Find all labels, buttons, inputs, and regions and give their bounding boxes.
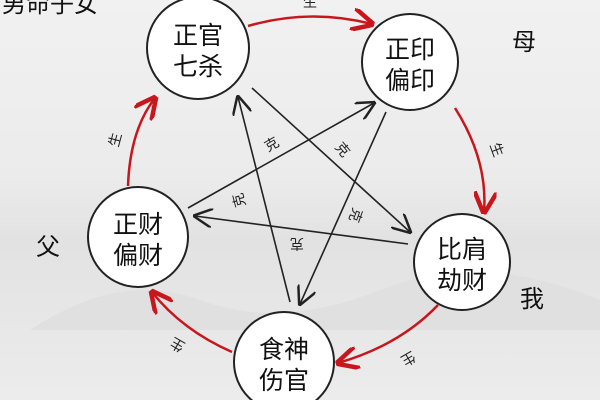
svg-text:七杀: 七杀 (173, 52, 223, 81)
generate-label: 生 (303, 0, 317, 11)
mother-label: 母 (512, 28, 536, 56)
self-label: 我 (520, 285, 544, 313)
svg-text:劫财: 劫财 (437, 266, 487, 295)
control-label: 克 (345, 206, 365, 225)
svg-text:正官: 正官 (173, 21, 223, 50)
svg-text:偏印: 偏印 (385, 66, 435, 95)
arrow-bijie-to-shishang (338, 304, 439, 363)
control-label: 克 (230, 191, 249, 209)
svg-text:偏财: 偏财 (113, 241, 163, 270)
control-label: 克 (262, 135, 282, 156)
arrow-yin-to-bijie (453, 107, 484, 212)
generate-label: 生 (486, 141, 506, 160)
arrow-yin-to-shishang (300, 111, 387, 304)
node-shishang: 食神 伤官 (233, 311, 335, 400)
generate-label: 生 (398, 348, 418, 369)
control-label: 克 (290, 235, 304, 251)
arrow-guan-to-bijie (251, 87, 410, 232)
arrow-shishang-to-guan (238, 97, 291, 303)
arrow-guan-to-yin (247, 16, 372, 26)
node-bijie: 比肩 劫财 (413, 213, 511, 311)
arrow-bijie-to-cai (195, 216, 409, 245)
node-guan: 正官 七杀 (146, 0, 250, 100)
arrow-cai-to-yin (187, 103, 374, 209)
control-label: 克 (331, 139, 352, 160)
svg-text:正印: 正印 (385, 35, 435, 64)
corner-label: 男命子女 (2, 0, 98, 18)
node-cai: 正财 偏财 (87, 186, 189, 288)
arrow-cai-to-guan (126, 98, 155, 187)
svg-text:正财: 正财 (113, 210, 163, 239)
svg-text:食神: 食神 (259, 335, 309, 364)
father-label: 父 (36, 233, 60, 261)
arrow-shishang-to-cai (152, 292, 233, 354)
node-yin: 正印 偏印 (361, 13, 459, 111)
generate-label: 生 (106, 131, 125, 149)
svg-text:比肩: 比肩 (437, 235, 487, 264)
generate-label: 生 (168, 334, 188, 355)
svg-text:伤官: 伤官 (259, 366, 309, 395)
